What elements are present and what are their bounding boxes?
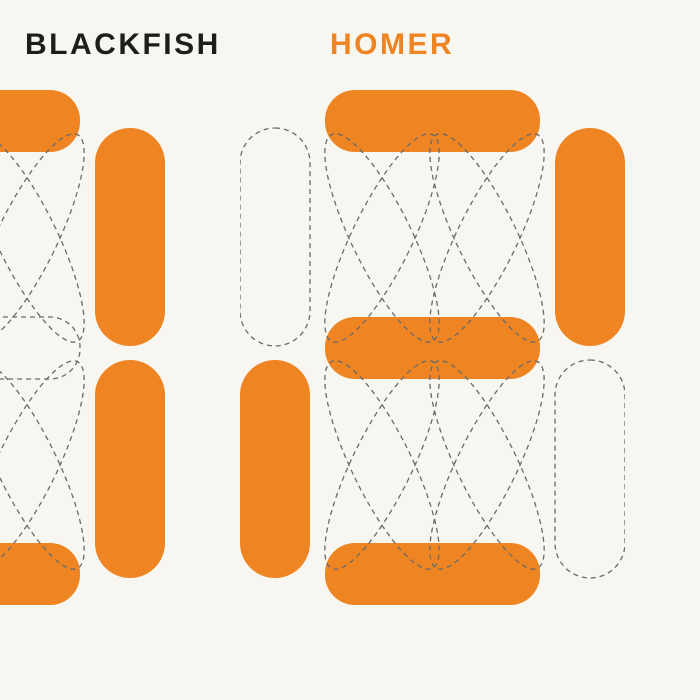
segment-bottom-right — [95, 360, 165, 578]
diagonal-segment-outline — [324, 133, 440, 343]
segment-top — [325, 90, 540, 152]
segment-top-right — [555, 128, 625, 346]
segment-top — [0, 90, 80, 152]
segment-bottom-right — [554, 359, 626, 579]
artist-name: BLACKFISH — [25, 28, 221, 61]
diagonal-segment-outline — [429, 133, 545, 343]
segment-bottom-left — [240, 360, 310, 578]
segment-bottom — [0, 543, 80, 605]
diagonal-segment-outline — [324, 133, 440, 343]
diagonal-segment-outline — [0, 360, 85, 570]
segment-digit-right — [239, 90, 626, 605]
segment-middle — [0, 316, 81, 380]
segment-bottom — [325, 543, 540, 605]
diagonal-segment-outline — [429, 360, 545, 570]
segment-top-left — [239, 127, 311, 347]
album-title: HOMER — [330, 28, 455, 61]
diagonal-segment-outline — [0, 133, 85, 343]
digit-svg — [0, 90, 165, 605]
diagonal-segment-outline — [429, 133, 545, 343]
diagonal-segment-outline — [0, 133, 85, 343]
diagonal-segment-outline — [429, 360, 545, 570]
segment-top-right — [95, 128, 165, 346]
segment-digit-left — [0, 90, 165, 605]
digit-svg — [239, 90, 626, 605]
diagonal-segment-outline — [324, 360, 440, 570]
segment-middle — [325, 317, 540, 379]
diagonal-segment-outline — [324, 360, 440, 570]
